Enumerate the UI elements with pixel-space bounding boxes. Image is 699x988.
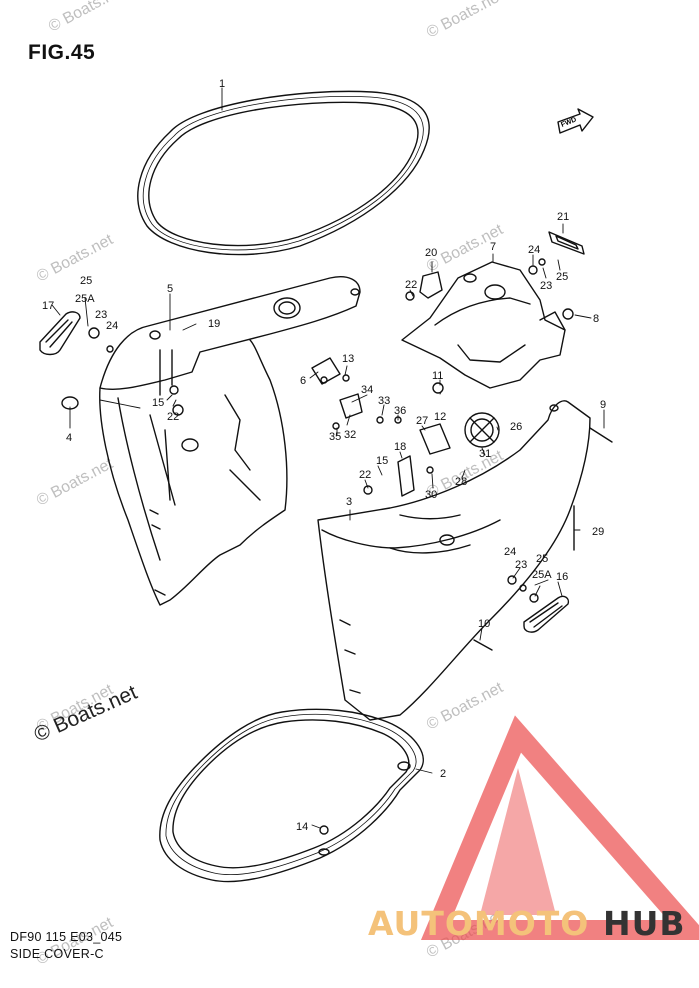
- callout-2: 2: [440, 768, 446, 780]
- callout-22: 22: [405, 279, 417, 291]
- callout-5: 5: [167, 283, 173, 295]
- callout-22: 22: [359, 469, 371, 481]
- callout-15: 15: [152, 397, 164, 409]
- part-5-left-side-cover: [99, 276, 361, 606]
- figure-title: FIG.45: [28, 41, 96, 64]
- brand-logo: AUTOMOTO HUB: [368, 715, 699, 943]
- callout-24: 24: [106, 320, 118, 332]
- part-16-grip: [523, 595, 570, 633]
- part-9-bolt: [589, 427, 613, 443]
- leader-lines: [51, 87, 605, 829]
- callout-25A: 25A: [532, 569, 552, 581]
- callout-24: 24: [528, 244, 540, 256]
- callout-16: 16: [556, 571, 568, 583]
- callout-23: 23: [95, 309, 107, 321]
- callout-34: 34: [361, 384, 373, 396]
- callout-24: 24: [504, 546, 516, 558]
- callout-4: 4: [66, 432, 72, 444]
- forward-direction-arrow: [557, 108, 594, 134]
- callout-7: 7: [490, 241, 496, 253]
- watermark-layer: © Boats.net © Boats.net © Boats.net © Bo…: [34, 0, 506, 969]
- part-6-plate: [311, 357, 341, 385]
- callout-25A: 25A: [75, 293, 95, 305]
- callout-26: 26: [510, 421, 522, 433]
- callout-15: 15: [376, 455, 388, 467]
- callout-14: 14: [296, 821, 308, 833]
- watermark: © Boats.net: [424, 679, 506, 734]
- part-2-seal-lower: [159, 708, 424, 883]
- part-21-retainer: [548, 231, 585, 255]
- callout-12: 12: [434, 411, 446, 423]
- figure-name: SIDE COVER-C: [10, 947, 104, 961]
- watermark: © Boats.net: [34, 231, 116, 286]
- callout-21: 21: [557, 211, 569, 223]
- brand-name-primary: AUTOMOTO: [368, 904, 589, 943]
- part-26-grommet: [464, 412, 500, 448]
- callout-25: 25: [80, 275, 92, 287]
- callout-31: 31: [479, 448, 491, 460]
- callout-25: 25: [536, 553, 548, 565]
- callout-9: 9: [600, 399, 606, 411]
- callout-30: 30: [425, 489, 437, 501]
- part-34-holder: [339, 393, 363, 419]
- part-17-grip: [39, 311, 81, 356]
- part-10-bolt: [473, 639, 493, 651]
- callout-labels: 1 5 25 25A 17 23 24 19 15 22 4 13 6 34 3…: [42, 78, 606, 833]
- callout-23: 23: [515, 559, 527, 571]
- watermark: © Boats.net: [34, 455, 116, 510]
- callout-18: 18: [394, 441, 406, 453]
- callout-19: 19: [208, 318, 220, 330]
- callout-35: 35: [329, 431, 341, 443]
- watermark: © Boats.net: [424, 0, 506, 42]
- callout-8: 8: [593, 313, 599, 325]
- callout-1: 1: [219, 78, 225, 90]
- callout-23: 23: [540, 280, 552, 292]
- brand-name-secondary: HUB: [603, 904, 686, 943]
- callout-28: 28: [455, 476, 467, 488]
- part-3-right-side-cover: [317, 400, 591, 721]
- part-20-clip: [419, 271, 443, 299]
- callout-25: 25: [556, 271, 568, 283]
- callout-27: 27: [416, 415, 428, 427]
- part-1-seal-upper: [137, 90, 430, 256]
- callout-22: 22: [167, 411, 179, 423]
- callout-11: 11: [432, 370, 443, 382]
- callout-20: 20: [425, 247, 437, 259]
- callout-36: 36: [394, 405, 406, 417]
- callout-10: 10: [478, 618, 490, 630]
- callout-33: 33: [378, 395, 390, 407]
- callout-32: 32: [344, 429, 356, 441]
- fasteners: [88, 258, 574, 835]
- figure-model-code: DF90 115 E03_045: [10, 930, 123, 944]
- part-18-bracket: [397, 455, 415, 497]
- callout-13: 13: [342, 353, 354, 365]
- callout-29: 29: [592, 526, 604, 538]
- callout-17: 17: [42, 300, 54, 312]
- callout-6: 6: [300, 375, 306, 387]
- callout-3: 3: [346, 496, 352, 508]
- watermark: © Boats.net: [46, 0, 128, 36]
- part-7-bracket: [401, 261, 566, 389]
- part-27-bracket: [419, 423, 451, 455]
